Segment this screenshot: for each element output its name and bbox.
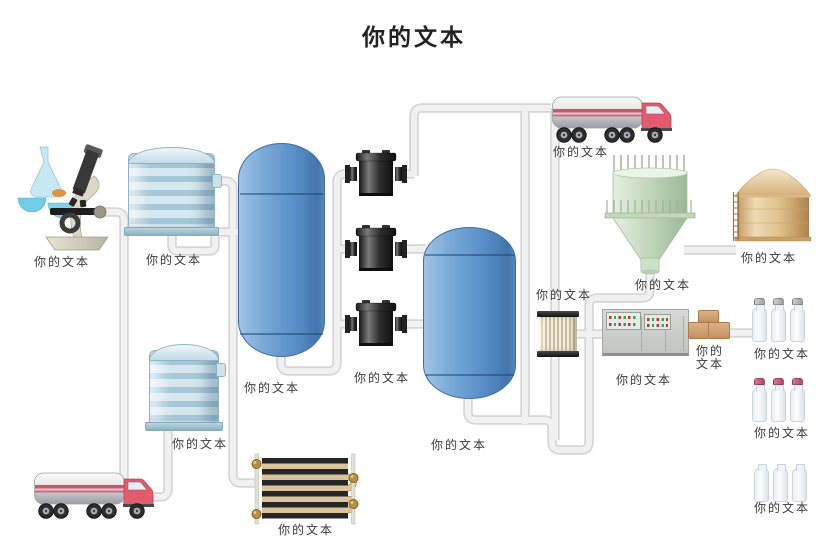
bottle-cap	[773, 298, 784, 305]
panel-seam	[665, 316, 666, 351]
press-machine-label[interactable]: 你的文本	[695, 344, 724, 371]
tank-nozzle	[216, 363, 226, 377]
bottles-silver-shape[interactable]	[752, 298, 809, 344]
bottle-cap	[792, 298, 803, 305]
indicator-lights	[647, 324, 668, 327]
press-machine-shape[interactable]	[688, 310, 730, 340]
bottles-plain-shape[interactable]	[754, 458, 811, 504]
indicator-lights	[647, 318, 668, 321]
bottle-icon	[792, 464, 807, 502]
silo-shape[interactable]	[732, 166, 814, 251]
cartridge-body	[539, 317, 577, 351]
bag-hopper-shape[interactable]	[604, 150, 696, 281]
tanker-truck-icon	[552, 96, 672, 143]
vessel-seam	[240, 192, 323, 195]
tanker-truck-label[interactable]: 你的文本	[552, 145, 609, 159]
bottle-cap	[754, 378, 765, 385]
bottle-icon	[790, 378, 805, 422]
vessel-2-label[interactable]: 你的文本	[430, 438, 487, 452]
panel-seam	[641, 316, 642, 351]
press-block	[708, 322, 730, 339]
strainer-2-shape[interactable]	[345, 223, 407, 280]
bottle-cap	[754, 298, 765, 305]
bottles-pink-shape[interactable]	[752, 378, 809, 424]
bottle-cap	[792, 378, 803, 385]
cartridge-cap	[537, 311, 579, 317]
sample-icon	[52, 189, 66, 197]
vessel-seam	[425, 253, 514, 256]
heat-exchanger-icon	[251, 453, 359, 525]
bottle-icon	[790, 298, 805, 342]
bottle-icon	[752, 378, 767, 422]
strainer-bank-label[interactable]: 你的文本	[353, 371, 410, 385]
strainer-icon	[345, 300, 407, 346]
storage-tank-bottom-label[interactable]: 你的文本	[171, 437, 228, 451]
press-block	[688, 322, 709, 339]
indicator-lights	[609, 316, 638, 319]
storage-tank-top-label[interactable]: 你的文本	[145, 253, 202, 267]
bottle-icon	[771, 298, 786, 342]
vessel-seam	[240, 332, 323, 335]
bottles-plain-label[interactable]: 你的文本	[753, 501, 810, 515]
storage-tank-bottom-shape[interactable]	[145, 344, 226, 431]
silo-label[interactable]: 你的文本	[740, 251, 797, 265]
lab-station-shape[interactable]	[12, 140, 112, 253]
strainer-1-shape[interactable]	[345, 148, 407, 205]
bottles-pink-label[interactable]: 你的文本	[753, 426, 810, 440]
flask-icon	[30, 146, 62, 198]
tanker-truck-icon	[34, 472, 154, 519]
bottle-icon	[771, 378, 786, 422]
tanker-truck-top-shape[interactable]	[551, 90, 678, 152]
silo-icon	[732, 168, 812, 242]
control-panel-shape[interactable]	[602, 309, 689, 356]
panel-seam	[683, 316, 684, 351]
hopper-icon	[604, 155, 696, 275]
heat-exchanger-shape[interactable]	[246, 452, 364, 531]
cartridge-cap	[537, 351, 579, 357]
indicator-lights	[609, 323, 638, 326]
bag-hopper-label[interactable]: 你的文本	[634, 278, 691, 292]
tanker-truck-bottom-shape[interactable]	[33, 466, 160, 528]
strainer-icon	[345, 150, 407, 196]
tank-nozzle	[212, 174, 222, 188]
vessel-1-shape[interactable]	[238, 143, 325, 357]
indicator-panel	[606, 312, 641, 330]
strainer-3-shape[interactable]	[345, 298, 407, 355]
cartridge-filter-label[interactable]: 你的文本	[535, 288, 592, 302]
bottle-icon	[754, 464, 769, 502]
bottles-silver-label[interactable]: 你的文本	[753, 347, 810, 361]
microscope-icon	[17, 144, 109, 251]
vessel-1-label[interactable]: 你的文本	[243, 381, 300, 395]
bowl-icon	[17, 197, 47, 213]
control-panel-label[interactable]: 你的文本	[615, 373, 672, 387]
bottle-cap	[773, 378, 784, 385]
vessel-seam	[425, 374, 514, 377]
diagram-title[interactable]: 你的文本	[362, 24, 466, 50]
storage-tank-top-shape[interactable]	[124, 147, 222, 236]
vessel-2-shape[interactable]	[423, 227, 516, 399]
bottle-icon	[773, 464, 788, 502]
cartridge-filter-shape[interactable]	[537, 311, 579, 357]
lab-station-label[interactable]: 你的文本	[33, 255, 90, 269]
indicator-panel	[644, 314, 671, 330]
strainer-icon	[345, 225, 407, 271]
bottle-icon	[752, 298, 767, 342]
heat-exchanger-label[interactable]: 你的文本	[277, 523, 334, 537]
